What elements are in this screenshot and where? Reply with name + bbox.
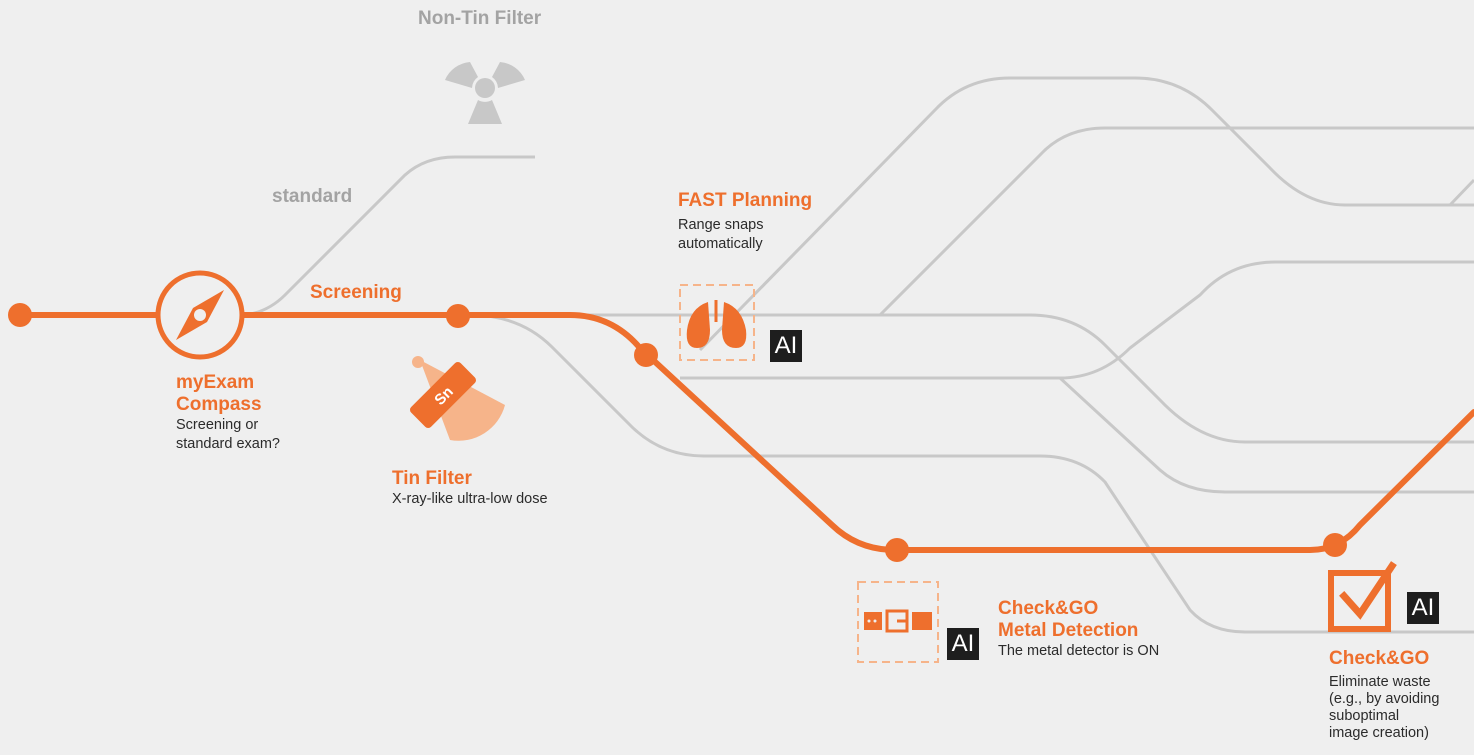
standard-label: standard (272, 186, 353, 207)
non-tin-filter-label: Non-Tin Filter (418, 8, 542, 29)
radiation-icon (445, 62, 525, 124)
fast-planning-station: FAST Planning Range snaps automatically (678, 190, 812, 254)
screening-label: Screening (310, 282, 402, 303)
myexam-desc-1: Screening or (176, 417, 259, 433)
checkgo-station: Check&GO Eliminate waste (e.g., by avoid… (1329, 648, 1439, 742)
track-standard (244, 155, 535, 317)
track-lower-2 (469, 313, 1474, 634)
tin-filter-desc: X-ray-like ultra-low dose (392, 491, 548, 507)
track-mid-1 (460, 313, 1474, 444)
checkgo-title: Check&GO (1329, 648, 1430, 669)
track-upper-2 (878, 126, 1474, 317)
compass-icon (155, 270, 245, 360)
tin-filter-icon: Sn (410, 356, 505, 441)
fast-planning-stop (634, 343, 658, 367)
fast-planning-title: FAST Planning (678, 190, 813, 211)
track-mid-2 (680, 260, 1474, 380)
stops (8, 303, 1347, 562)
myexam-station: myExam Compass Screening or standard exa… (176, 372, 280, 454)
metal-detection-station: Check&GO Metal Detection The metal detec… (998, 598, 1159, 661)
ai-badge-metal-detection: AI (947, 628, 979, 660)
metal-detection-desc: The metal detector is ON (998, 643, 1160, 659)
checkgo-desc-2: (e.g., by avoiding (1329, 691, 1440, 707)
checkgo-desc-4: image creation) (1329, 725, 1429, 741)
fast-planning-desc-2: automatically (678, 236, 763, 252)
checkbox-icon (1328, 561, 1397, 632)
metal-detection-stop (885, 538, 909, 562)
belt-icon (857, 581, 939, 663)
gray-tracks (244, 76, 1474, 634)
metal-detection-title-1: Check&GO (998, 598, 1099, 619)
checkgo-desc-1: Eliminate waste (1329, 674, 1431, 690)
myexam-title-1: myExam (176, 372, 255, 393)
screening-stop (446, 304, 470, 328)
myexam-title-2: Compass (176, 394, 262, 415)
start-stop (8, 303, 32, 327)
fast-planning-desc-1: Range snaps (678, 217, 764, 233)
tin-filter-station: Tin Filter X-ray-like ultra-low dose (392, 468, 548, 509)
lungs-icon (679, 284, 755, 361)
ai-badge-checkgo: AI (1407, 592, 1439, 624)
metal-detection-title-2: Metal Detection (998, 620, 1139, 641)
myexam-desc-2: standard exam? (176, 436, 280, 452)
ai-badge-fast-planning: AI (770, 330, 802, 362)
track-right-stub (1448, 178, 1474, 207)
track-lower-1 (1058, 376, 1474, 494)
checkgo-desc-3: suboptimal (1329, 708, 1400, 724)
track-upper-1 (698, 76, 1474, 352)
tin-filter-title: Tin Filter (392, 468, 472, 489)
checkgo-stop (1323, 533, 1347, 557)
